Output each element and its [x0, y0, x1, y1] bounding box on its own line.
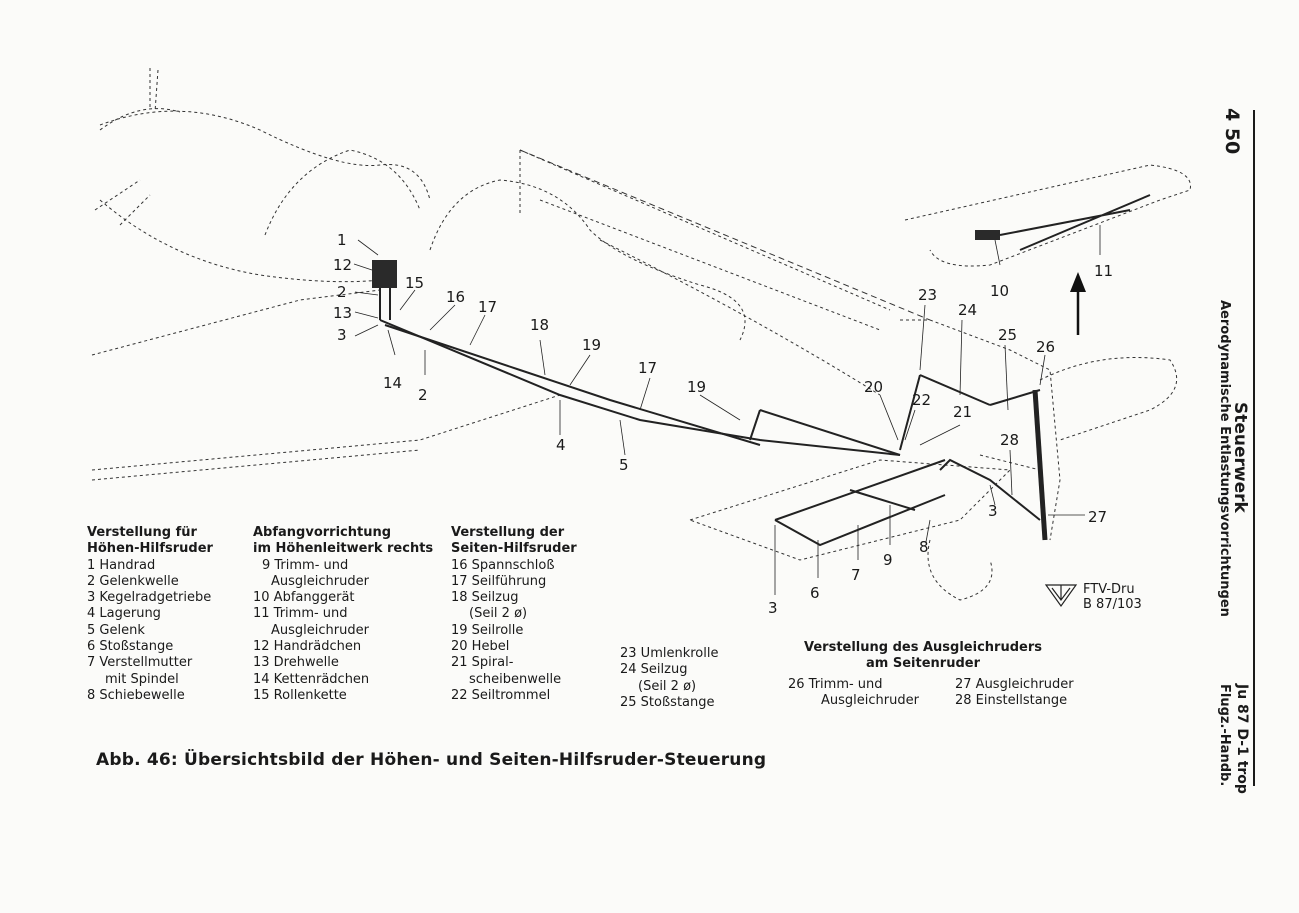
- legend-col5-heading1: Verstellung des Ausgleichruders: [804, 640, 1042, 655]
- legend-item: 24 Seilzug: [620, 662, 688, 678]
- callout-19: 19: [582, 336, 601, 354]
- callout-12: 12: [333, 256, 352, 274]
- legend-item: 23 Umlenkrolle: [620, 646, 719, 661]
- callout-8: 8: [919, 538, 929, 556]
- callout-7: 7: [851, 566, 861, 584]
- legend-item: 20 Hebel: [451, 639, 510, 655]
- legend-item: 22 Seiltrommel: [451, 687, 551, 703]
- callout-2b: 2: [418, 386, 428, 404]
- legend-item: 26 Trimm- und: [788, 676, 883, 692]
- legend-item: 6 Stoßstange: [87, 639, 174, 655]
- legend-item: 7 Verstellmutter: [87, 655, 193, 671]
- legend-item: 14 Kettenrädchen: [253, 671, 370, 687]
- callout-17: 17: [478, 298, 497, 316]
- callout-26: 26: [1036, 338, 1055, 356]
- callout-24: 24: [958, 301, 977, 319]
- callout-19b: 19: [687, 378, 706, 396]
- legend-item: 15 Rollenkette: [253, 687, 347, 703]
- legend-col2-heading1: Abfangvorrichtung: [253, 525, 392, 540]
- callout-9: 9: [883, 551, 893, 569]
- figure-caption: Abb. 46: Übersichtsbild der Höhen- und S…: [96, 750, 767, 770]
- callout-4: 4: [556, 436, 566, 454]
- legend-item: 9 Trimm- und: [262, 557, 349, 573]
- callout-3: 3: [337, 326, 347, 344]
- callout-15: 15: [405, 274, 424, 292]
- legend-item: 2 Gelenkwelle: [87, 573, 179, 589]
- legend-item: 11 Trimm- und: [253, 606, 348, 622]
- callout-14: 14: [383, 374, 402, 392]
- legend-item: 27 Ausgleichruder: [955, 676, 1074, 692]
- legend-item: (Seil 2 ø): [469, 606, 528, 622]
- legend-item: 21 Spiral-: [451, 655, 514, 671]
- legend-item: (Seil 2 ø): [638, 678, 697, 694]
- callout-18: 18: [530, 316, 549, 334]
- stamp-line1: FTV-Dru: [1083, 582, 1135, 597]
- callout-11: 11: [1094, 262, 1113, 280]
- callout-5: 5: [619, 456, 629, 474]
- legend-item: 8 Schiebewelle: [87, 687, 185, 703]
- legend-col2: Abfangvorrichtung im Höhenleitwerk recht…: [253, 525, 433, 704]
- callout-25: 25: [998, 326, 1017, 344]
- callout-10: 10: [990, 282, 1009, 300]
- callout-22: 22: [912, 391, 931, 409]
- legend-item: 17 Seilführung: [451, 573, 547, 589]
- legend-item: 12 Handrädchen: [253, 639, 362, 655]
- legend-item: 5 Gelenk: [87, 622, 145, 638]
- ftv-stamp-logo: [1044, 584, 1078, 608]
- legend-col4: 23 Umlenkrolle 24 Seilzug (Seil 2 ø) 25 …: [620, 646, 718, 711]
- callout-3c: 3: [768, 599, 778, 617]
- callout-23: 23: [918, 286, 937, 304]
- page-number: 4 50: [1221, 108, 1243, 155]
- legend-item: 13 Drehwelle: [253, 655, 339, 671]
- legend-item: 19 Seilrolle: [451, 622, 524, 638]
- section-subtitle: Aerodynamische Entlastungsvorrichtungen: [1217, 300, 1232, 617]
- callout-13: 13: [333, 304, 352, 322]
- callout-1: 1: [337, 231, 347, 249]
- legend-item: Ausgleichruder: [271, 622, 369, 638]
- legend-col3-heading2: Seiten-Hilfsruder: [451, 541, 577, 557]
- section-title: Steuerwerk: [1230, 402, 1250, 513]
- legend-item: Ausgleichruder: [821, 692, 919, 708]
- legend-item: mit Spindel: [105, 671, 179, 687]
- callout-28: 28: [1000, 431, 1019, 449]
- legend-col3-heading1: Verstellung der: [451, 525, 565, 540]
- sidebar-rule: [1253, 110, 1255, 786]
- legend-col2-heading2: im Höhenleitwerk rechts: [253, 541, 434, 557]
- legend-col3: Verstellung der Seiten-Hilfsruder 16 Spa…: [451, 525, 577, 704]
- callout-21: 21: [953, 403, 972, 421]
- callout-20: 20: [864, 378, 883, 396]
- legend-col1-heading2: Höhen-Hilfsruder: [87, 541, 213, 557]
- legend-item: Ausgleichruder: [271, 573, 369, 589]
- callout-16: 16: [446, 288, 465, 306]
- stamp-line2: B 87/103: [1083, 597, 1142, 612]
- legend-item: 4 Lagerung: [87, 606, 161, 622]
- callout-2: 2: [337, 283, 347, 301]
- callout-27: 27: [1088, 508, 1107, 526]
- callout-17b: 17: [638, 359, 657, 377]
- manual-line1: Ju 87 D-1 trop: [1234, 684, 1250, 794]
- legend-col1: Verstellung für Höhen-Hilfsruder 1 Handr…: [87, 525, 213, 704]
- callout-3b: 3: [988, 502, 998, 520]
- legend-col5: Verstellung des Ausgleichruders am Seite…: [788, 640, 1108, 711]
- legend-item: 10 Abfanggerät: [253, 590, 355, 606]
- legend-item: 16 Spannschloß: [451, 557, 555, 573]
- legend-col5-heading2: am Seitenruder: [866, 656, 980, 672]
- legend-item: 18 Seilzug: [451, 590, 519, 606]
- callout-6: 6: [810, 584, 820, 602]
- legend-item: 3 Kegelradgetriebe: [87, 590, 212, 606]
- legend-item: 1 Handrad: [87, 557, 156, 573]
- ftv-stamp: FTV-Dru B 87/103: [1083, 582, 1142, 612]
- legend-col1-heading1: Verstellung für: [87, 525, 197, 540]
- legend-item: 28 Einstellstange: [955, 692, 1068, 708]
- legend-item: 25 Stoßstange: [620, 694, 715, 710]
- legend-item: scheibenwelle: [469, 671, 562, 687]
- manual-line2: Flugz.-Handb.: [1217, 684, 1232, 787]
